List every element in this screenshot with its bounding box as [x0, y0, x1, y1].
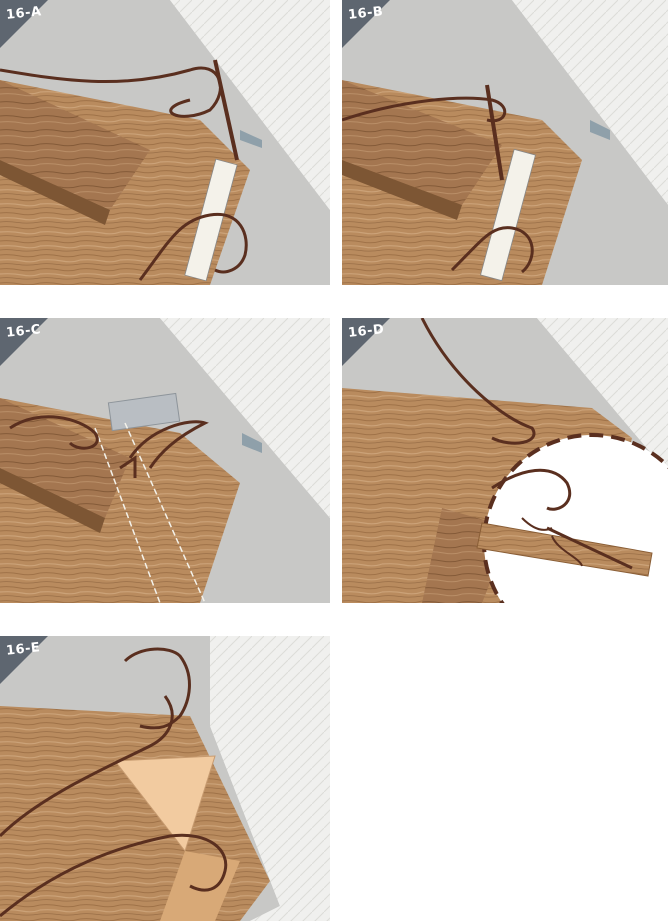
illustration-panel-16d: 16-D [342, 318, 668, 603]
panel-16e-artwork [0, 636, 330, 921]
panel-16c-artwork [0, 318, 330, 603]
illustration-panel-16b: 16-B [342, 0, 668, 285]
panel-16d-artwork [342, 318, 668, 603]
illustration-panel-16c: 16-C [0, 318, 330, 603]
panel-label-tag: 16-A [0, 0, 48, 48]
panel-label-tag: 16-D [342, 318, 390, 366]
illustration-panel-16a: 16-A [0, 0, 330, 285]
illustration-panel-16e: 16-E [0, 636, 330, 921]
panel-16b-artwork [342, 0, 668, 285]
panel-16a-artwork [0, 0, 330, 285]
panel-label-tag: 16-B [342, 0, 390, 48]
panel-label-tag: 16-E [0, 636, 48, 684]
panel-label-tag: 16-C [0, 318, 48, 366]
